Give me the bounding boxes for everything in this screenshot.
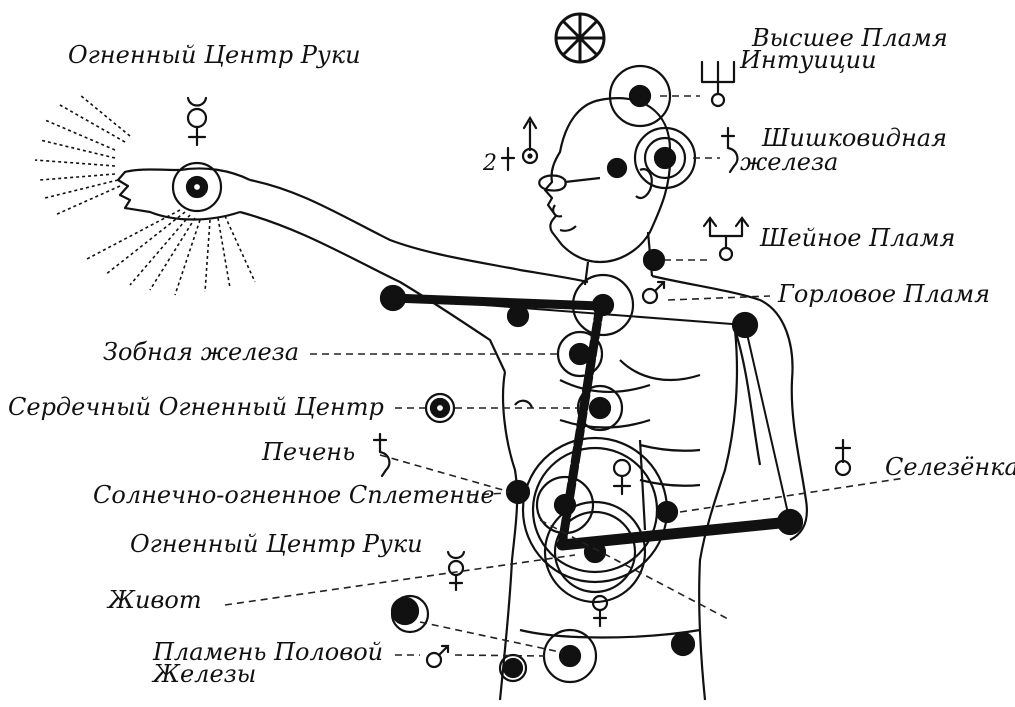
mercury-lower-icon <box>448 552 464 590</box>
torso-left-outline <box>500 372 517 700</box>
face-lines <box>553 205 576 231</box>
chest-left-dot <box>508 306 528 326</box>
label-liver: Печень <box>261 438 355 466</box>
hand-radiation <box>35 95 255 295</box>
glasses-outline <box>539 176 600 191</box>
uranus-symbol-icon <box>702 62 734 106</box>
liver-dot <box>507 481 529 503</box>
mars-symbol-icon <box>643 282 664 303</box>
right-arm-inner-outline <box>735 330 760 465</box>
label-higher-flame-line2: Интуиции <box>739 46 877 74</box>
label-throat-flame: Горловое Пламя <box>777 280 990 308</box>
right-shoulder-outline <box>652 276 807 540</box>
label-sex-gland-line2: Железы <box>151 660 256 688</box>
saturn-small-icon <box>502 148 514 170</box>
arm-upper-outline <box>250 180 588 282</box>
neck-flame-symbol-icon <box>704 218 748 260</box>
shoulder-right-dot <box>733 313 757 337</box>
sun-symbol-icon <box>523 118 537 163</box>
torso-right-outline <box>699 330 737 700</box>
venus-symbol-icon <box>614 460 630 494</box>
mars-lower-icon <box>427 646 448 667</box>
earth-symbol-icon <box>836 440 850 475</box>
hand-fire-center <box>173 163 221 211</box>
mercury-symbol-icon <box>188 98 206 145</box>
saturn-symbol-icon <box>722 128 737 172</box>
label-pineal-line2: железа <box>740 148 838 176</box>
nipple-mark <box>515 401 532 408</box>
shoulder-left-dot <box>381 286 405 310</box>
neck-flame-dot <box>644 250 664 270</box>
target-circle-icon <box>426 394 454 422</box>
label-belly: Живот <box>106 586 202 614</box>
label-spleen: Селезёнка <box>885 453 1015 481</box>
hip-line <box>520 630 700 638</box>
label-hand-center-top: Огненный Центр Руки <box>68 41 361 69</box>
text-labels: Огненный Центр Руки Высшее Пламя Интуици… <box>8 24 1015 688</box>
label-heart-center: Сердечный Огненный Центр <box>8 393 384 421</box>
label-solar-plexus: Солнечно-огненное Сплетение <box>93 481 495 509</box>
label-thymus: Зобная железа <box>103 338 299 366</box>
elbow-dot <box>778 510 802 534</box>
wheel-cross-icon <box>556 14 604 62</box>
abdomen-center <box>545 502 645 602</box>
label-neck-flame: Шейное Пламя <box>759 224 955 252</box>
moon-circle <box>392 596 428 632</box>
number-two-label: 2 <box>482 151 497 176</box>
label-hand-center-lower: Огненный Центр Руки <box>130 530 423 558</box>
hip-right-dot <box>672 633 694 655</box>
spleen-dot <box>657 502 677 522</box>
